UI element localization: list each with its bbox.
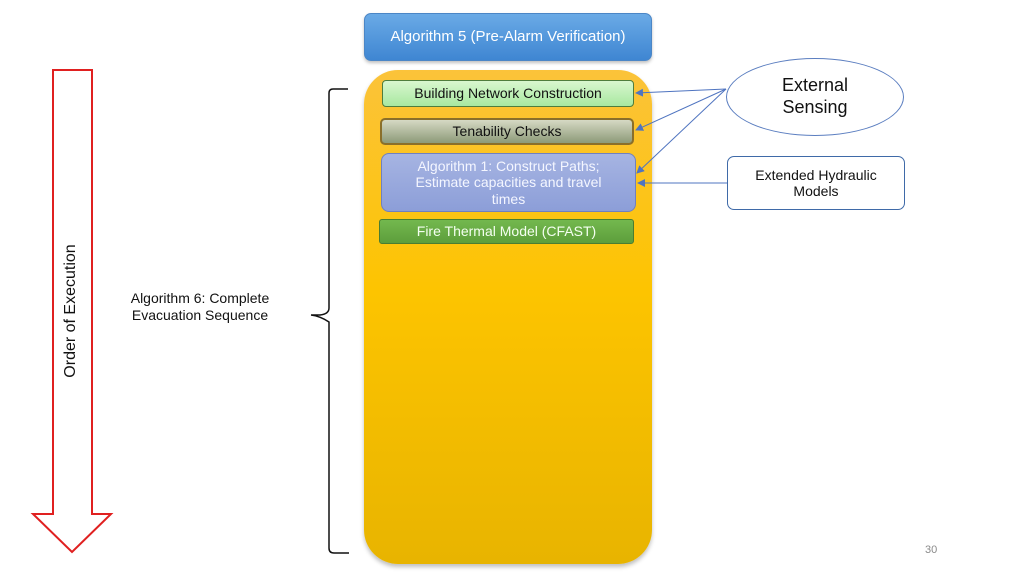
connector-sensing-to-algo1: [636, 88, 727, 174]
algo6-label-line2: Evacuation Sequence: [131, 306, 269, 323]
algorithm-1-label: Algorithm 1: Construct Paths; Estimate c…: [415, 158, 602, 207]
algorithm-1-box[interactable]: Algorithm 1: Construct Paths; Estimate c…: [381, 153, 636, 212]
tenability-checks-box[interactable]: Tenability Checks: [380, 118, 634, 145]
hydraulic-line1: Extended Hydraulic: [755, 166, 877, 183]
hydraulic-line2: Models: [793, 183, 839, 199]
building-network-construction-box[interactable]: Building Network Construction: [382, 80, 634, 107]
building-network-construction-label: Building Network Construction: [414, 85, 602, 102]
algorithm-5-box[interactable]: Algorithm 5 (Pre-Alarm Verification): [364, 13, 652, 61]
algo6-label-line1: Algorithm 6: Complete: [130, 290, 270, 306]
order-arrow-shape: [30, 69, 114, 554]
evacuation-sequence-container: [364, 70, 652, 564]
extended-hydraulic-models-box[interactable]: Extended Hydraulic Models: [727, 156, 905, 210]
external-sensing-line2: Sensing: [782, 97, 848, 117]
tenability-checks-label: Tenability Checks: [452, 123, 562, 140]
connector-sensing-to-bnc: [635, 88, 727, 97]
page-number: 30: [925, 544, 938, 556]
fire-thermal-model-label: Fire Thermal Model (CFAST): [416, 223, 597, 240]
external-sensing-line1: External: [781, 75, 849, 96]
algorithm-5-label: Algorithm 5 (Pre-Alarm Verification): [390, 28, 626, 46]
brace-path: [310, 88, 349, 554]
algo6-label: Algorithm 6: Complete Evacuation Sequenc…: [110, 290, 290, 324]
connector-sensing-to-tenability: [635, 88, 727, 131]
external-sensing-ellipse[interactable]: External Sensing: [726, 58, 904, 136]
fire-thermal-model-box[interactable]: Fire Thermal Model (CFAST): [379, 219, 634, 244]
